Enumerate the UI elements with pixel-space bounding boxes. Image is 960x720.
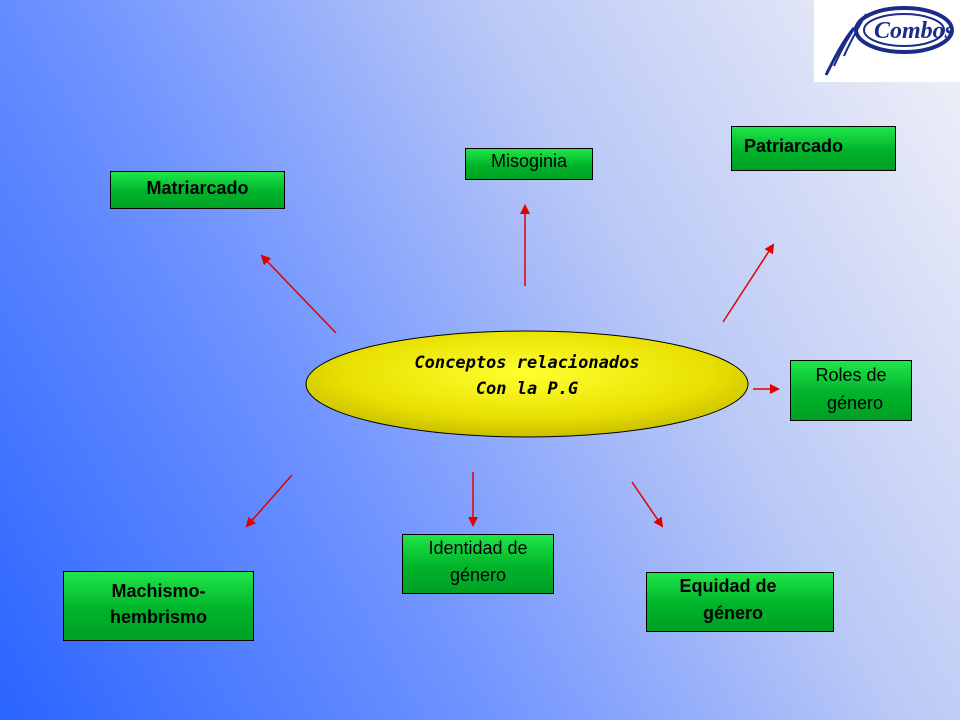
- arrow-to-patriarcado: [722, 243, 775, 323]
- machismo-label-line1: Machismo-: [111, 581, 206, 601]
- identidad-label-line2: género: [449, 565, 507, 585]
- svg-text:Combos: Combos: [874, 18, 954, 44]
- matriarcado-label: Matriarcado: [146, 178, 249, 198]
- arrow-to-equidad: [631, 481, 664, 528]
- central-concept-line2: Con la P.G: [475, 379, 579, 399]
- equidad-box: Equidad de género: [646, 572, 834, 632]
- equidad-label-line2: género: [702, 603, 763, 623]
- misoginia-label: Misoginia: [490, 151, 568, 171]
- patriarcado-label: Patriarcado: [744, 136, 844, 156]
- identidad-label-line1: Identidad de: [428, 538, 528, 558]
- misoginia-box: Misoginia: [465, 148, 593, 180]
- matriarcado-box: Matriarcado: [110, 171, 285, 209]
- identidad-box: Identidad de género: [402, 534, 554, 594]
- central-ellipse: [305, 330, 749, 438]
- logo: Combos: [814, 0, 960, 82]
- arrow-to-machismo: [245, 474, 293, 528]
- roles-label-line1: Roles de: [815, 365, 887, 385]
- combos-logo-icon: Combos: [824, 6, 954, 76]
- arrow-to-matriarcado: [260, 254, 337, 334]
- machismo-label-line2: hembrismo: [109, 607, 208, 627]
- central-concept-line1: Conceptos relacionados: [414, 353, 640, 373]
- patriarcado-box: Patriarcado: [731, 126, 896, 171]
- central-concept: Conceptos relacionados Con la P.G: [306, 350, 748, 402]
- roles-box: Roles de género: [790, 360, 912, 421]
- equidad-label-line1: Equidad de: [679, 576, 777, 596]
- machismo-box: Machismo- hembrismo: [63, 571, 254, 641]
- roles-label-line2: género: [826, 393, 884, 413]
